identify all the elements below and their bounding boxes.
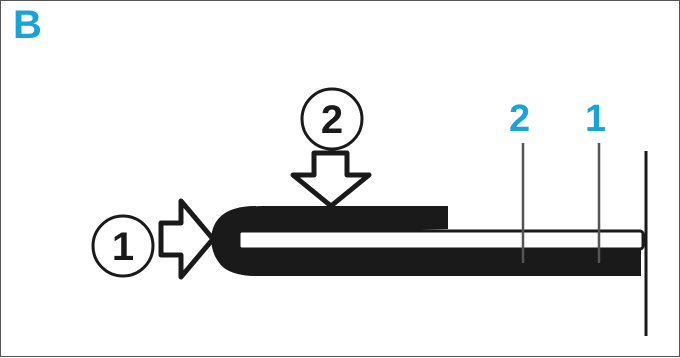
marker-label-1: 1 xyxy=(585,98,606,140)
panel-label: B xyxy=(13,3,42,47)
arrow-down-icon xyxy=(290,150,372,209)
step-1-number: 1 xyxy=(112,225,134,269)
inner-channel xyxy=(237,229,645,251)
upper-sleeve xyxy=(223,206,448,233)
step-1-callout: 1 xyxy=(91,214,155,278)
step-2-number: 2 xyxy=(321,98,343,142)
marker-label-2: 2 xyxy=(509,98,530,140)
arrow-right-icon xyxy=(158,198,216,280)
step-2-callout: 2 xyxy=(300,87,364,151)
nose-tip xyxy=(211,206,256,276)
